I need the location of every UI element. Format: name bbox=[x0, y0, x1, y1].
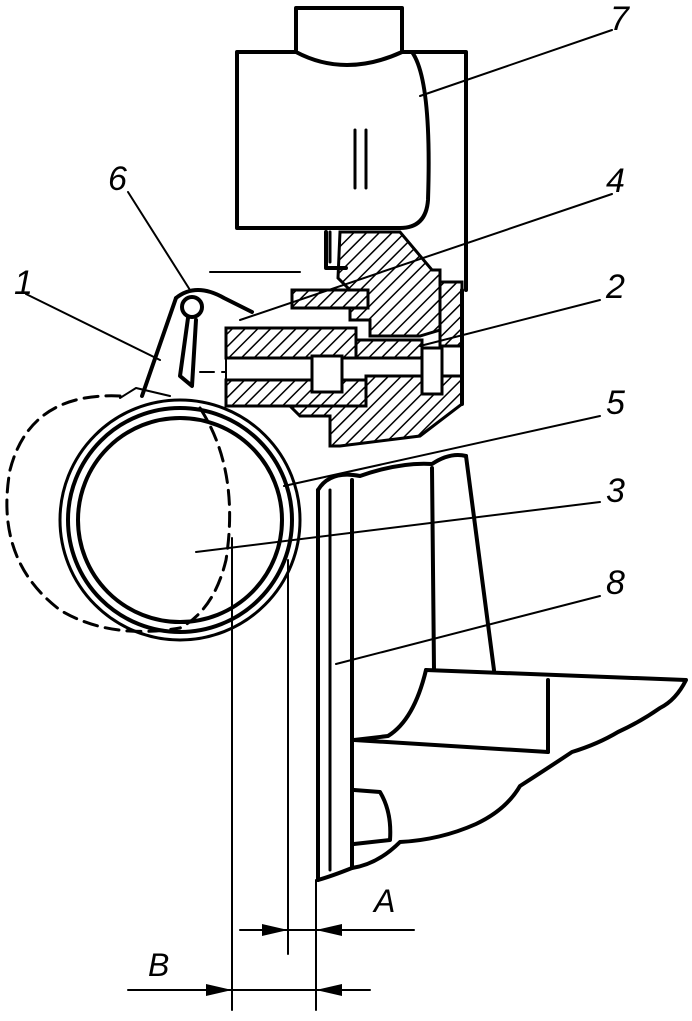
carrier-block bbox=[199, 288, 464, 448]
label-2: 2 bbox=[605, 268, 625, 306]
label-1: 1 bbox=[14, 264, 33, 302]
label-7: 7 bbox=[610, 0, 630, 38]
spring-clip bbox=[140, 271, 301, 398]
label-5: 5 bbox=[606, 384, 625, 422]
label-3: 3 bbox=[606, 472, 625, 510]
tool-body bbox=[316, 453, 688, 882]
label-4: 4 bbox=[606, 162, 625, 200]
mounting-block bbox=[290, 230, 464, 348]
dimension-label-b: B bbox=[148, 947, 169, 983]
dimension-lines bbox=[127, 537, 415, 1011]
roll bbox=[5, 387, 302, 642]
leader-lines bbox=[25, 29, 613, 665]
label-6: 6 bbox=[108, 160, 127, 198]
dimension-label-a: A bbox=[372, 883, 395, 919]
label-8: 8 bbox=[606, 564, 625, 602]
reference-labels: 1 2 3 4 5 6 7 8 A B bbox=[14, 0, 630, 983]
motor-housing bbox=[235, 6, 468, 292]
